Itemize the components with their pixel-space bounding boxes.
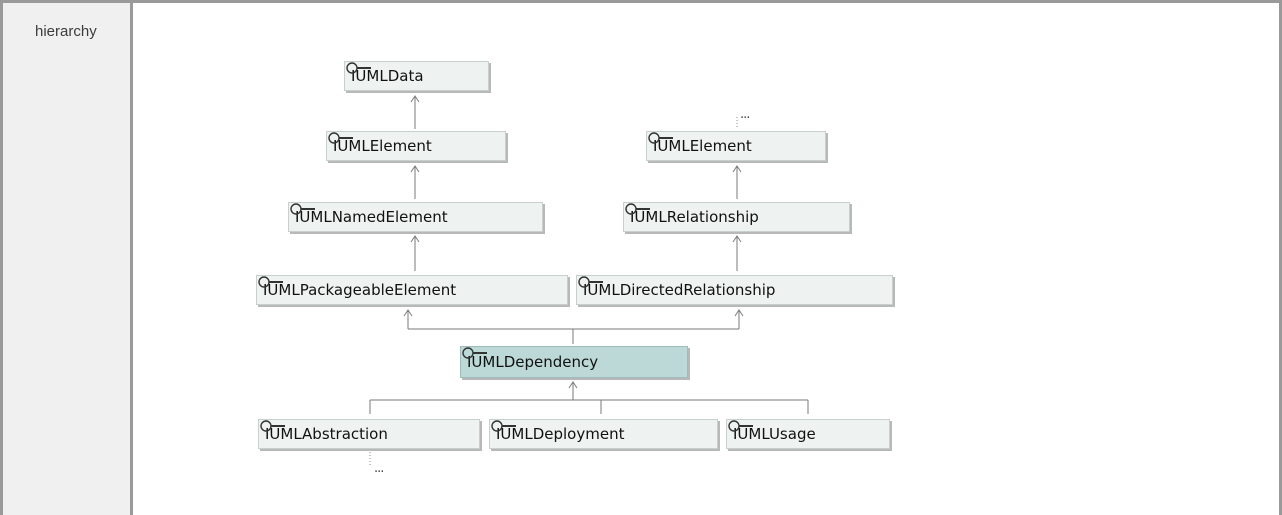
node-iumldependency[interactable]: IUMLDependency xyxy=(460,346,688,378)
interface-lollipop-icon xyxy=(728,420,753,432)
connector-lines xyxy=(369,95,809,467)
interface-lollipop-icon xyxy=(258,276,283,288)
node-iumlabstraction[interactable]: IUMLAbstraction xyxy=(258,419,480,449)
node-label: IUMLRelationship xyxy=(630,208,759,226)
more-descendants-ellipsis[interactable]: ... xyxy=(374,461,384,476)
node-iumldeployment[interactable]: IUMLDeployment xyxy=(489,419,718,449)
interface-lollipop-icon xyxy=(290,203,315,215)
node-label: IUMLDependency xyxy=(467,353,599,371)
interface-lollipop-icon xyxy=(625,203,650,215)
node-iumlnamedelement[interactable]: IUMLNamedElement xyxy=(288,202,543,232)
interface-lollipop-icon xyxy=(578,276,603,288)
node-iumldirectedrelationship[interactable]: IUMLDirectedRelationship xyxy=(576,275,893,305)
interface-lollipop-icon xyxy=(491,420,516,432)
node-iumldata[interactable]: IUMLData xyxy=(344,61,489,91)
node-iumlpackageableelement[interactable]: IUMLPackageableElement xyxy=(256,275,568,305)
more-ancestors-ellipsis[interactable]: ... xyxy=(740,107,750,122)
node-label: IUMLData xyxy=(351,67,424,85)
row-label: hierarchy xyxy=(35,23,97,40)
node-label: IUMLDeployment xyxy=(496,425,625,443)
interface-lollipop-icon xyxy=(346,62,371,74)
node-iumlelement[interactable]: IUMLElement xyxy=(326,131,506,161)
interface-lollipop-icon xyxy=(260,420,285,432)
node-label: IUMLPackageableElement xyxy=(263,281,457,299)
node-label: IUMLElement xyxy=(653,137,752,155)
interface-lollipop-icon xyxy=(648,132,673,144)
node-label: IUMLAbstraction xyxy=(265,425,388,443)
node-label: IUMLElement xyxy=(333,137,432,155)
diagram-area: IUMLData IUMLElement IUMLNamedElement IU… xyxy=(136,3,1276,515)
node-label: IUMLDirectedRelationship xyxy=(583,281,776,299)
node-iumlusage[interactable]: IUMLUsage xyxy=(726,419,890,449)
node-label: IUMLUsage xyxy=(733,425,816,443)
node-label: IUMLNamedElement xyxy=(295,208,448,226)
row-label-cell: hierarchy xyxy=(3,3,133,515)
node-iumlrelationship[interactable]: IUMLRelationship xyxy=(623,202,850,232)
node-iumlelement-right[interactable]: IUMLElement xyxy=(646,131,826,161)
interface-lollipop-icon xyxy=(328,132,353,144)
interface-lollipop-icon xyxy=(462,347,487,359)
